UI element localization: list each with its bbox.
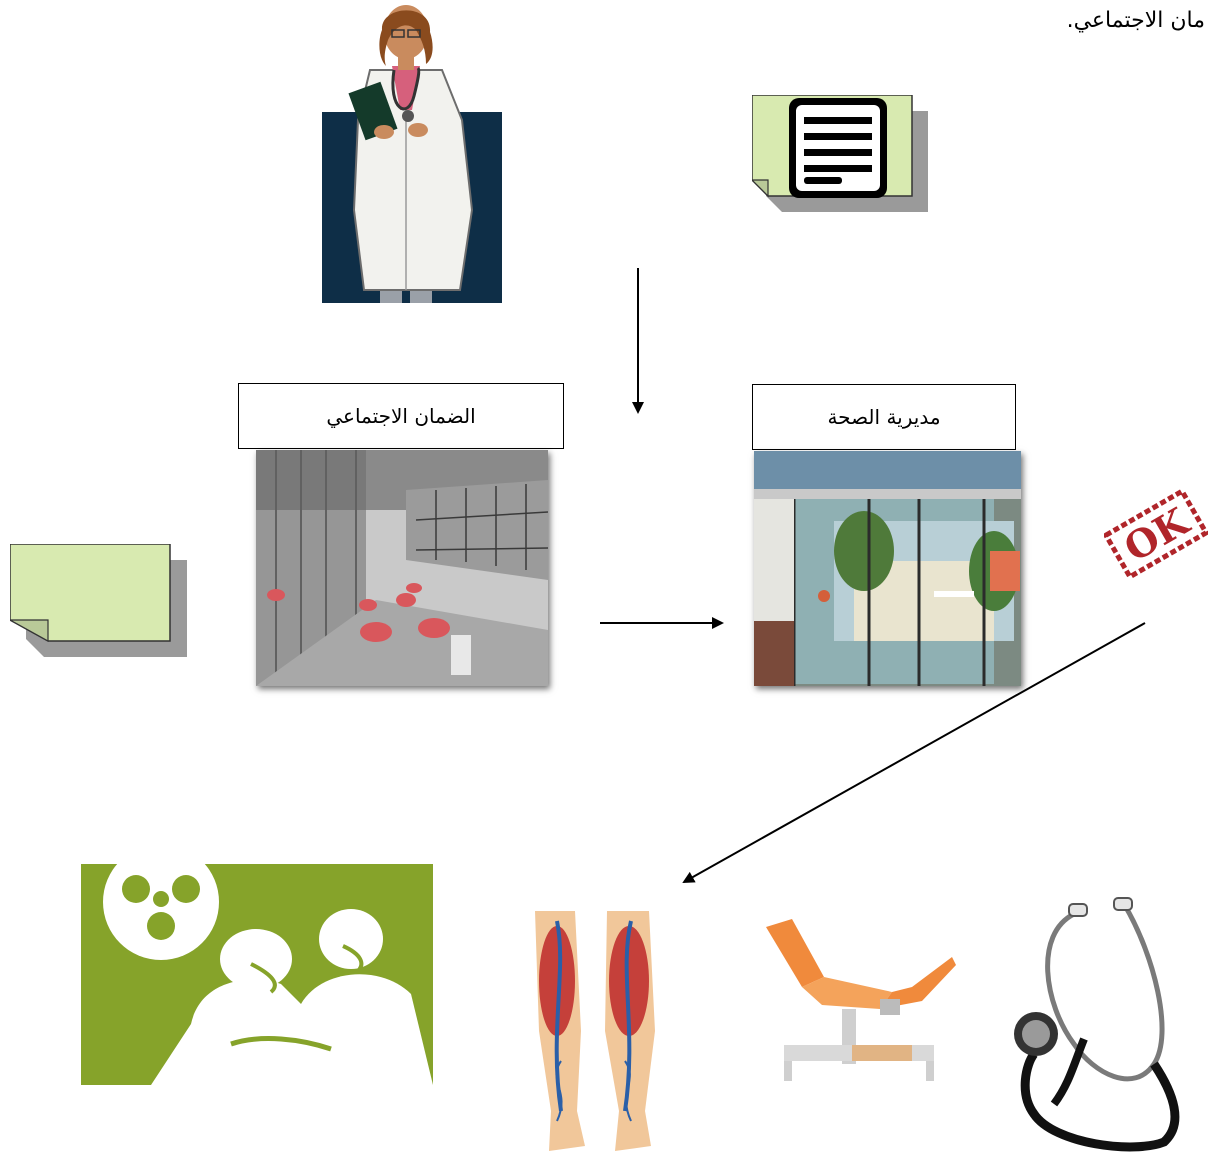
doctor-figure [322,0,502,303]
health-directorate-building-photo [754,451,1021,686]
ok-stamp-text: OK [1116,497,1197,570]
ok-stamp-icon: OK [1104,488,1208,580]
leg-veins-anatomy [527,911,662,1156]
surgery-icon [81,864,433,1085]
blank-note-icon [10,544,187,657]
social-security-building-photo [256,450,548,686]
document-note-icon [752,95,928,212]
arrow-diagonal [682,622,1146,883]
health-directorate-label: مديرية الصحة [752,384,1016,450]
exam-chair [762,917,957,1082]
header-partial-text: مان الاجتماعي. [1066,8,1205,33]
social-security-label: الضمان الاجتماعي [238,383,564,449]
stethoscope-icon [1014,894,1194,1154]
